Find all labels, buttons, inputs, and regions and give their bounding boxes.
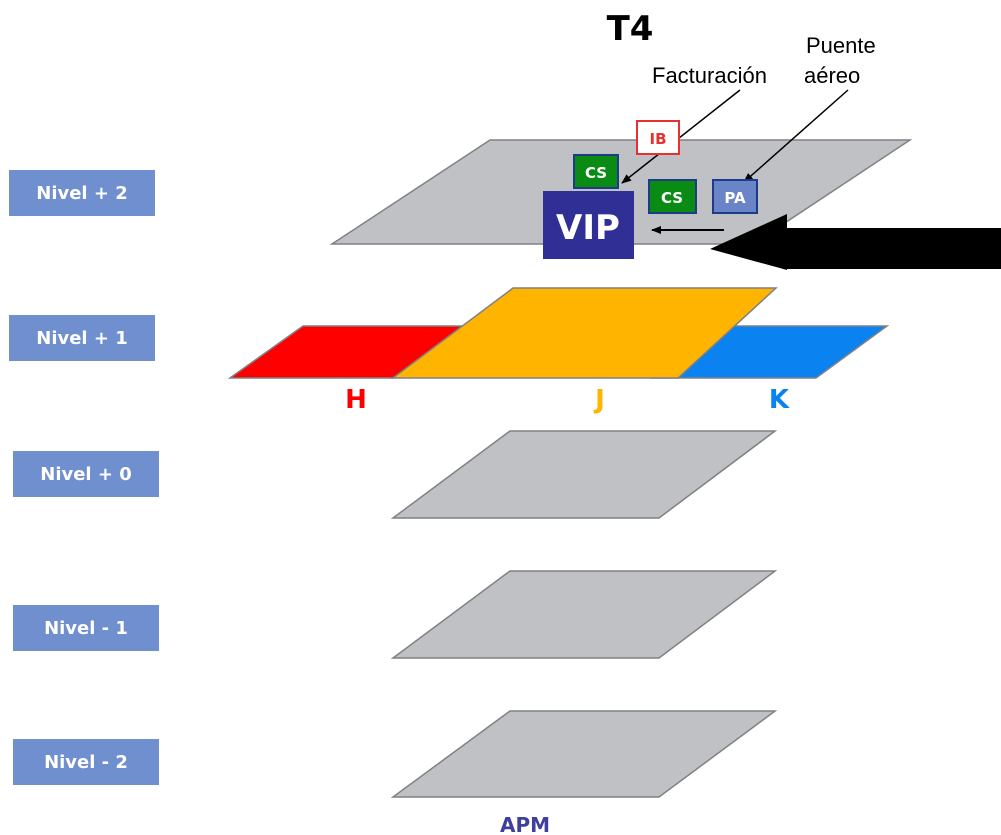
floor-minus-2	[390, 710, 778, 798]
checkin-callout: Facturación	[652, 63, 767, 88]
ib-label: IB	[649, 130, 666, 148]
bridge-callout-line2: aéreo	[804, 63, 860, 88]
bridge-callout-line1: Puente	[806, 33, 876, 58]
cs-right-label: CS	[661, 189, 683, 207]
bridge-callout-line	[743, 89, 849, 183]
vip-label: VIP	[556, 208, 620, 248]
level-label-minus-1: Nivel - 1	[13, 605, 159, 651]
diagram-title: T4	[607, 9, 654, 49]
pa-box	[712, 179, 758, 214]
level-label-plus-2: Nivel + 2	[9, 170, 155, 216]
level-label-minus-2: Nivel - 2	[13, 739, 159, 785]
floor-minus-1	[390, 570, 778, 659]
ib-box	[636, 120, 680, 155]
module-j-label: J	[593, 385, 605, 415]
apm-label: APM	[500, 813, 550, 835]
module-k-label: K	[769, 385, 790, 415]
floor-0	[390, 430, 778, 519]
cs-box-left	[573, 154, 619, 189]
checkin-callout-line	[621, 89, 741, 184]
main-access-arrow	[710, 214, 1001, 270]
level-label-0: Nivel + 0	[13, 451, 159, 497]
module-j	[390, 287, 778, 379]
vip-box	[543, 191, 634, 259]
pa-label: PA	[724, 189, 746, 207]
cs-box-right	[648, 179, 697, 214]
cs-left-label: CS	[585, 164, 607, 182]
level-label-plus-1: Nivel + 1	[9, 315, 155, 361]
module-h-label: H	[345, 385, 367, 415]
